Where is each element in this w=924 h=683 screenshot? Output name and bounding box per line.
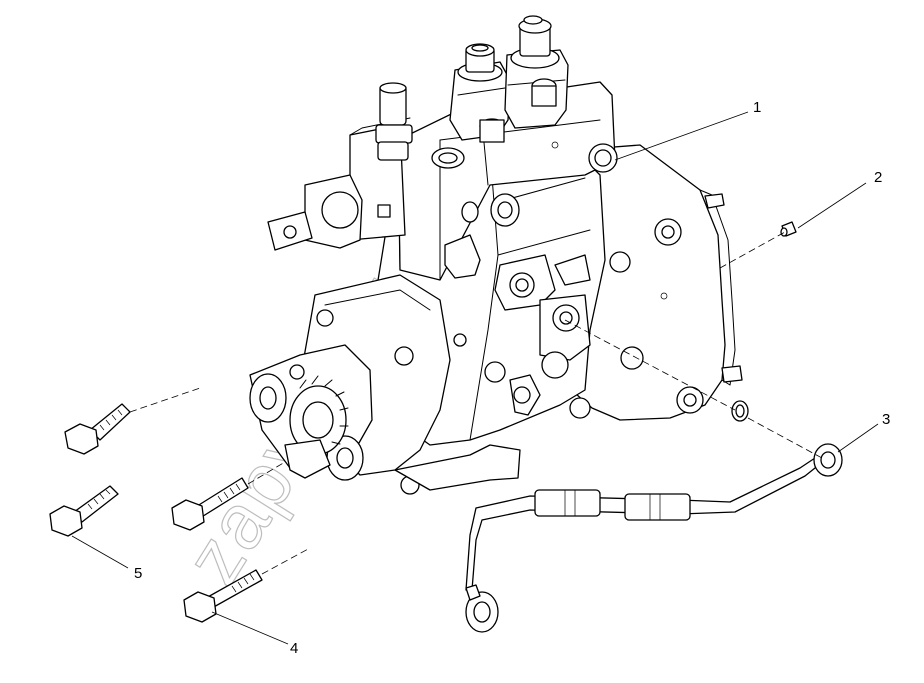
plug-part-2: [780, 221, 797, 237]
banjo-end-right: [813, 443, 843, 477]
bolt-part-5-lower: [49, 485, 119, 537]
pressure-sensor: [375, 82, 413, 161]
callout-1: 1: [753, 99, 761, 116]
callout-3: 3: [882, 411, 890, 428]
metering-valve: [267, 174, 391, 251]
fuel-pump-assembly: [249, 15, 743, 495]
callout-4: 4: [290, 640, 298, 657]
drive-flange: [249, 344, 373, 481]
banjo-fittings: [494, 254, 591, 379]
head-nut: [431, 147, 465, 169]
outlet-fitting-right: [504, 15, 569, 129]
leader-lines: [71, 111, 879, 645]
pipe-sleeve-right: [624, 493, 691, 521]
top-cap: [479, 78, 557, 143]
side-plug: [453, 333, 591, 419]
bolt-part-4-lower: [183, 569, 263, 623]
callout-2: 2: [874, 169, 882, 186]
callout-labels: 1 2 3 4 5: [134, 99, 890, 657]
banjo-end-left: [465, 584, 499, 633]
inlet-fitting: [444, 141, 618, 279]
fuel-pipe-part-3: [465, 400, 843, 633]
pipe-sleeve-left: [534, 489, 601, 517]
bolt-part-5-upper: [64, 403, 131, 455]
bolt-part-4-upper: [171, 477, 249, 531]
assembly-lines: [129, 231, 823, 575]
callout-5: 5: [134, 565, 142, 582]
